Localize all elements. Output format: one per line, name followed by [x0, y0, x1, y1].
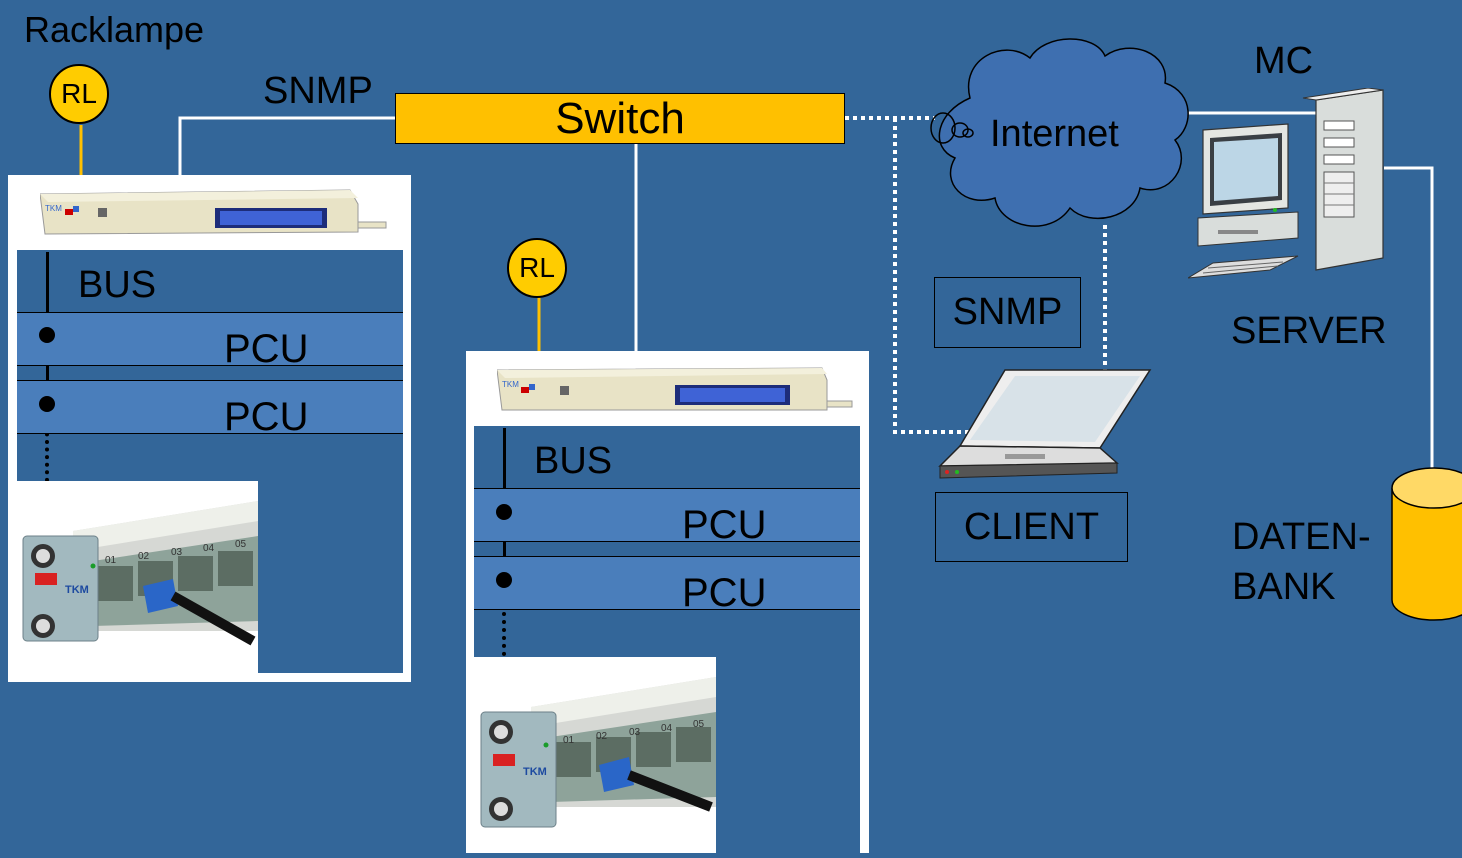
port-label-middle-01: 01: [563, 735, 575, 746]
pcu-illustration-left: TKM 01 02 03 04 05: [22, 501, 258, 646]
port-label-left-01: 01: [105, 555, 117, 566]
racklampe-label: Racklampe: [24, 9, 205, 50]
bus-node-middle-1: [496, 504, 512, 520]
racklamp-middle: RL: [507, 238, 567, 298]
bus-label-left: BUS: [78, 264, 157, 306]
server-database-link: [1384, 166, 1434, 470]
datenbank-label-line1: DATEN-: [1232, 516, 1371, 558]
pcu-left-2-label: PCU: [224, 395, 309, 439]
pcu-left-1: PCU: [17, 312, 403, 371]
snmp-link-left: [178, 116, 395, 180]
port-label-middle-04: 04: [661, 723, 673, 734]
pcu-photo-middle: TKM 01 02 03 04 05: [471, 657, 716, 853]
server-label: SERVER: [1231, 310, 1387, 352]
pcu-middle-2: PCU: [474, 556, 860, 615]
pcu-photo-left-logo: TKM: [65, 584, 89, 596]
racklamp-left-label: RL: [61, 78, 97, 109]
datenbank-label-line2: BANK: [1232, 566, 1336, 608]
pcu-photo-left: TKM 01 02 03 04 05: [13, 481, 258, 674]
bus-label-middle: BUS: [534, 440, 613, 482]
pcu-left-2: PCU: [17, 380, 403, 439]
pcu-left-1-label: PCU: [224, 327, 309, 371]
client-box: CLIENT: [935, 492, 1128, 562]
racklamp-middle-label: RL: [519, 252, 555, 283]
port-label-middle-03: 03: [629, 727, 641, 738]
controller-unit-left: TKM: [40, 189, 387, 235]
snmp-box: SNMP: [934, 277, 1081, 348]
switch-box: Switch: [395, 93, 845, 144]
racklamp-left: RL: [49, 64, 109, 124]
bus-node-middle-2: [496, 572, 512, 588]
bus-node-left-1: [39, 327, 55, 343]
bus-dotted-left: [45, 402, 53, 482]
port-label-middle-05: 05: [693, 719, 705, 730]
pcu-middle-1-label: PCU: [682, 503, 767, 547]
port-label-left-02: 02: [138, 551, 150, 562]
pcu-middle-1: PCU: [474, 488, 860, 547]
controller-unit-middle: TKM: [497, 367, 853, 411]
port-label-middle-02: 02: [596, 731, 608, 742]
mc-label: MC: [1254, 40, 1314, 82]
switch-client-dotted: [893, 118, 990, 434]
database-cylinder-icon: [1391, 467, 1462, 621]
bus-dotted-middle: [502, 588, 510, 656]
port-label-left-04: 04: [203, 543, 215, 554]
snmp-box-label: SNMP: [952, 291, 1063, 333]
switch-label: Switch: [555, 93, 685, 143]
port-label-left-03: 03: [171, 547, 183, 558]
controller-left-logo: TKM: [45, 204, 62, 213]
pcu-middle-2-label: PCU: [682, 571, 767, 615]
client-label: CLIENT: [963, 505, 1100, 548]
internet-cloud: [930, 38, 1189, 227]
bus-node-left-2: [39, 396, 55, 412]
pcu-illustration-middle: TKM 01 02 03 04 05: [480, 677, 716, 828]
snmp-top-label: SNMP: [263, 70, 373, 112]
controller-middle-logo: TKM: [502, 380, 519, 389]
port-label-left-05: 05: [235, 539, 247, 550]
server-computer-icon: [1188, 88, 1384, 279]
internet-label: Internet: [990, 113, 1119, 155]
laptop-icon: [938, 369, 1152, 479]
pcu-photo-middle-logo: TKM: [523, 766, 547, 778]
